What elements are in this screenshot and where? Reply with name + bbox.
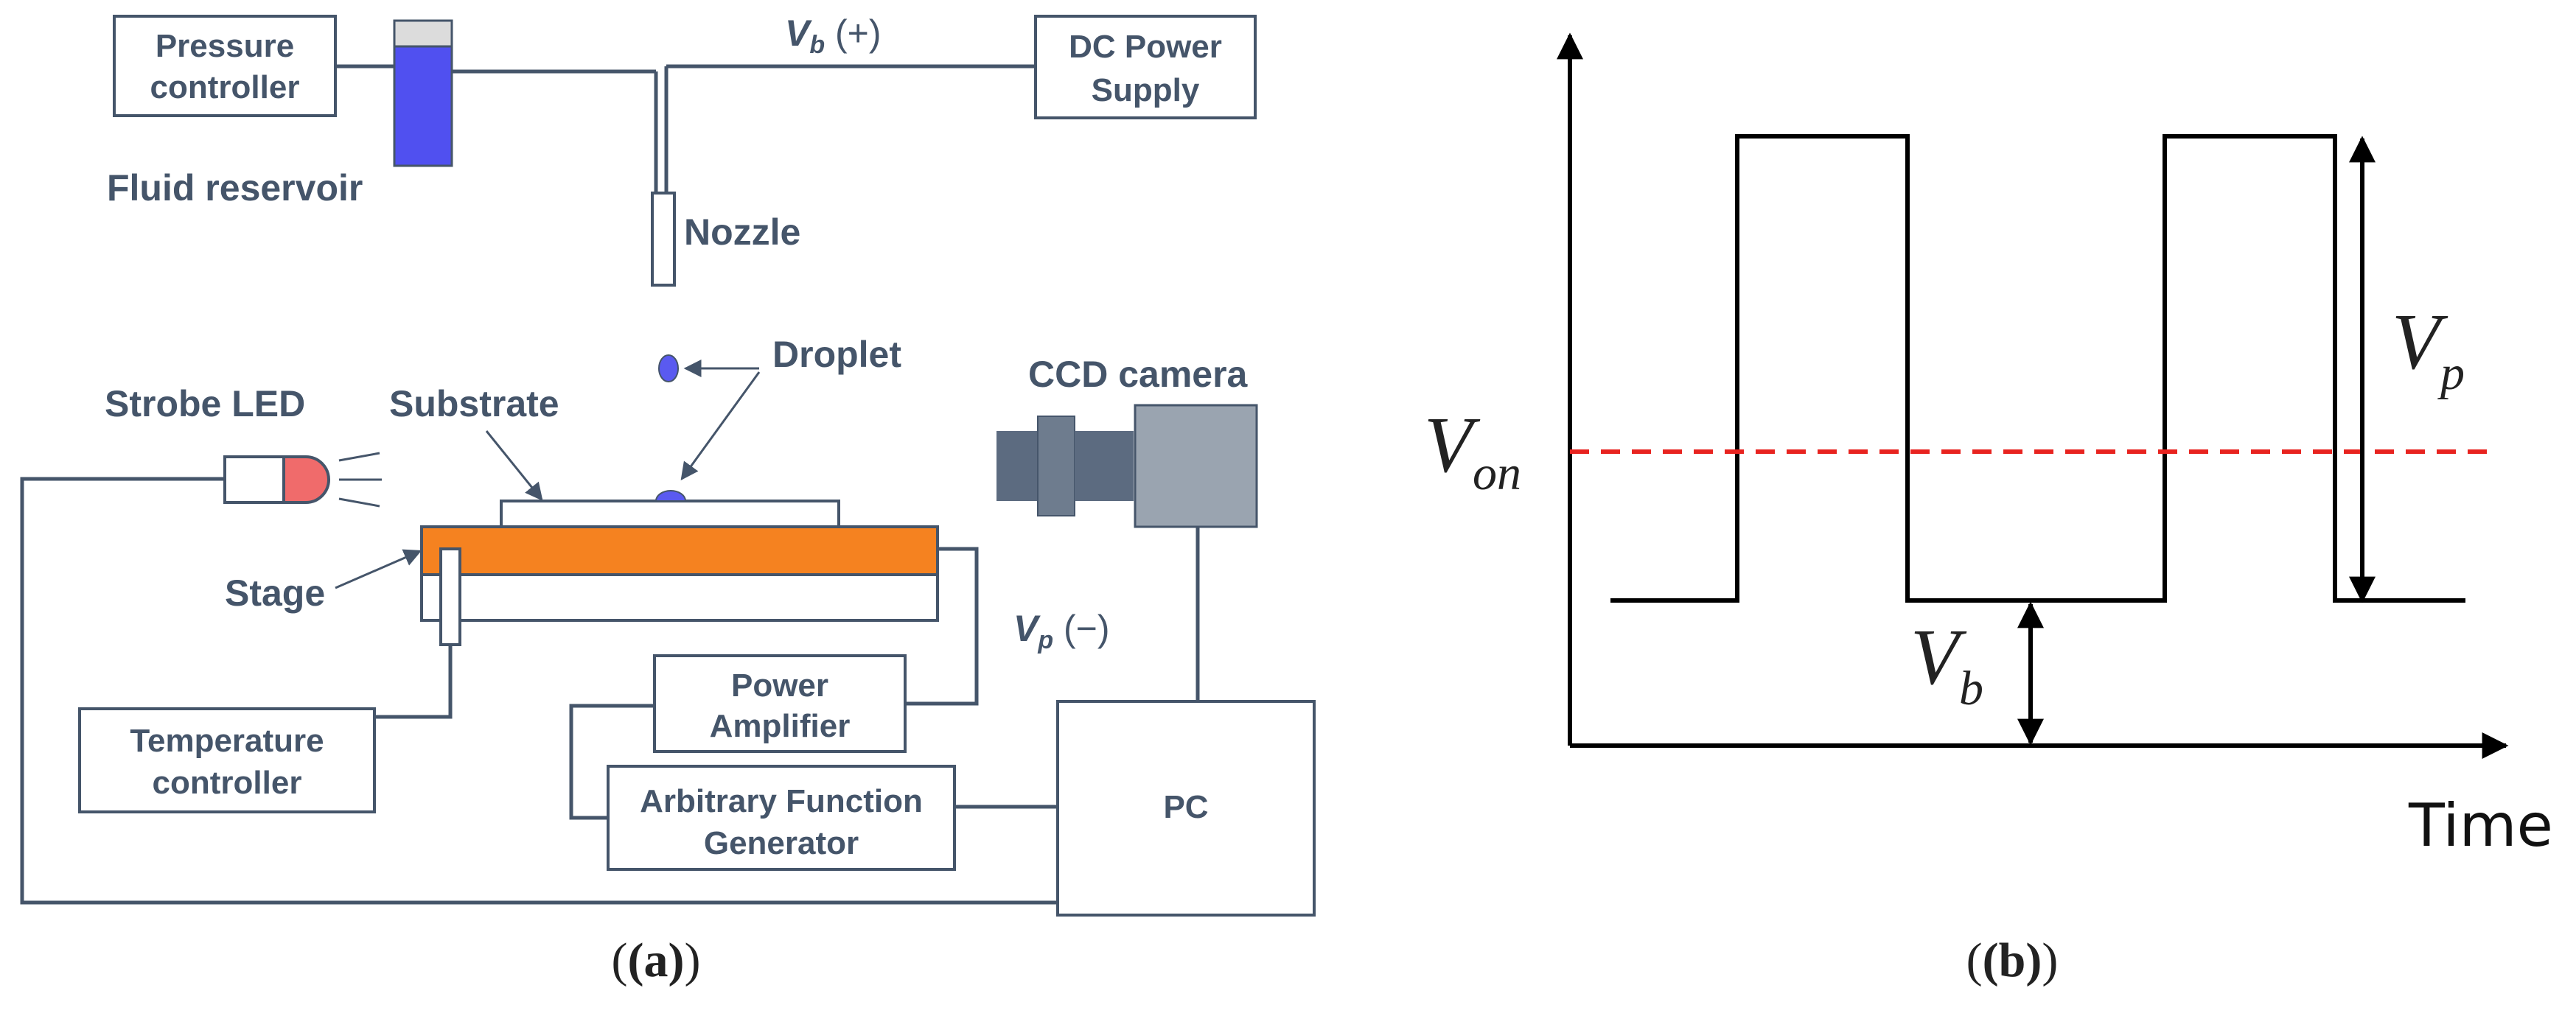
afg-label-line1: Arbitrary Function <box>640 783 923 819</box>
droplet-arrow-2 <box>680 371 761 480</box>
temp-ctrl-label-line1: Temperature <box>130 723 324 759</box>
nozzle <box>651 192 676 287</box>
caption-a: ((a)) <box>612 933 701 987</box>
strobe-led-label: Strobe LED <box>105 383 305 424</box>
fluid-reservoir-label: Fluid reservoir <box>107 167 363 209</box>
temperature-controller-box: Temperature controller <box>78 707 376 813</box>
ccd-camera-label: CCD camera <box>1028 354 1249 395</box>
panel-a: Pressure controller Fluid reservoir Vb (… <box>20 13 1316 987</box>
pc-label: PC <box>1163 789 1208 825</box>
amp-afg-line <box>569 704 655 820</box>
afg-box: Arbitrary Function Generator <box>607 765 956 871</box>
pc-box: PC <box>1056 700 1316 917</box>
dc-power-supply-box: DC Power Supply <box>1034 15 1257 119</box>
ccd-camera <box>996 404 1258 528</box>
droplet-label: Droplet <box>772 334 901 375</box>
vp-amplitude-label: Vp <box>2392 298 2465 400</box>
stage-arrow <box>335 549 422 589</box>
pressure-controller-label-line1: Pressure <box>156 28 294 64</box>
von-label: Von <box>1424 402 1521 500</box>
power-amp-label-line2: Amplifier <box>710 708 851 744</box>
stage-label: Stage <box>225 572 325 614</box>
vb-offset-label: Vb <box>1910 614 1983 715</box>
panel-b: Von Vp Vb Time ((b)) <box>1424 32 2553 987</box>
pulse-waveform <box>1610 134 2465 603</box>
substrate-label: Substrate <box>389 383 559 424</box>
dc-power-label-line2: Supply <box>1092 72 1200 108</box>
temperature-sensor <box>439 547 461 646</box>
sensor-temp-line <box>374 645 453 719</box>
afg-label-line2: Generator <box>704 825 859 861</box>
nozzle-label: Nozzle <box>684 211 800 253</box>
pressure-controller-box: Pressure controller <box>113 15 337 117</box>
temp-ctrl-label-line2: controller <box>153 765 302 801</box>
stage-amp-line <box>905 547 979 706</box>
led-pc-line <box>20 477 1058 905</box>
x-axis-label: Time <box>2408 791 2553 860</box>
stage-base <box>420 573 939 622</box>
substrate <box>500 500 840 528</box>
stage <box>420 525 939 576</box>
power-amp-label-line1: Power <box>731 668 828 704</box>
dc-power-label-line1: DC Power <box>1069 29 1222 65</box>
droplet-in-flight <box>658 354 679 382</box>
vp-label: Vp (−) <box>1013 608 1110 654</box>
caption-b: ((b)) <box>1966 933 2059 987</box>
droplet-on-substrate <box>655 490 687 502</box>
substrate-arrow <box>485 430 543 501</box>
power-amplifier-box: Power Amplifier <box>653 654 907 753</box>
fluid-reservoir <box>393 19 453 167</box>
strobe-led <box>223 452 382 508</box>
pressure-controller-label-line2: controller <box>150 69 300 105</box>
vb-label: Vb (+) <box>785 13 882 59</box>
